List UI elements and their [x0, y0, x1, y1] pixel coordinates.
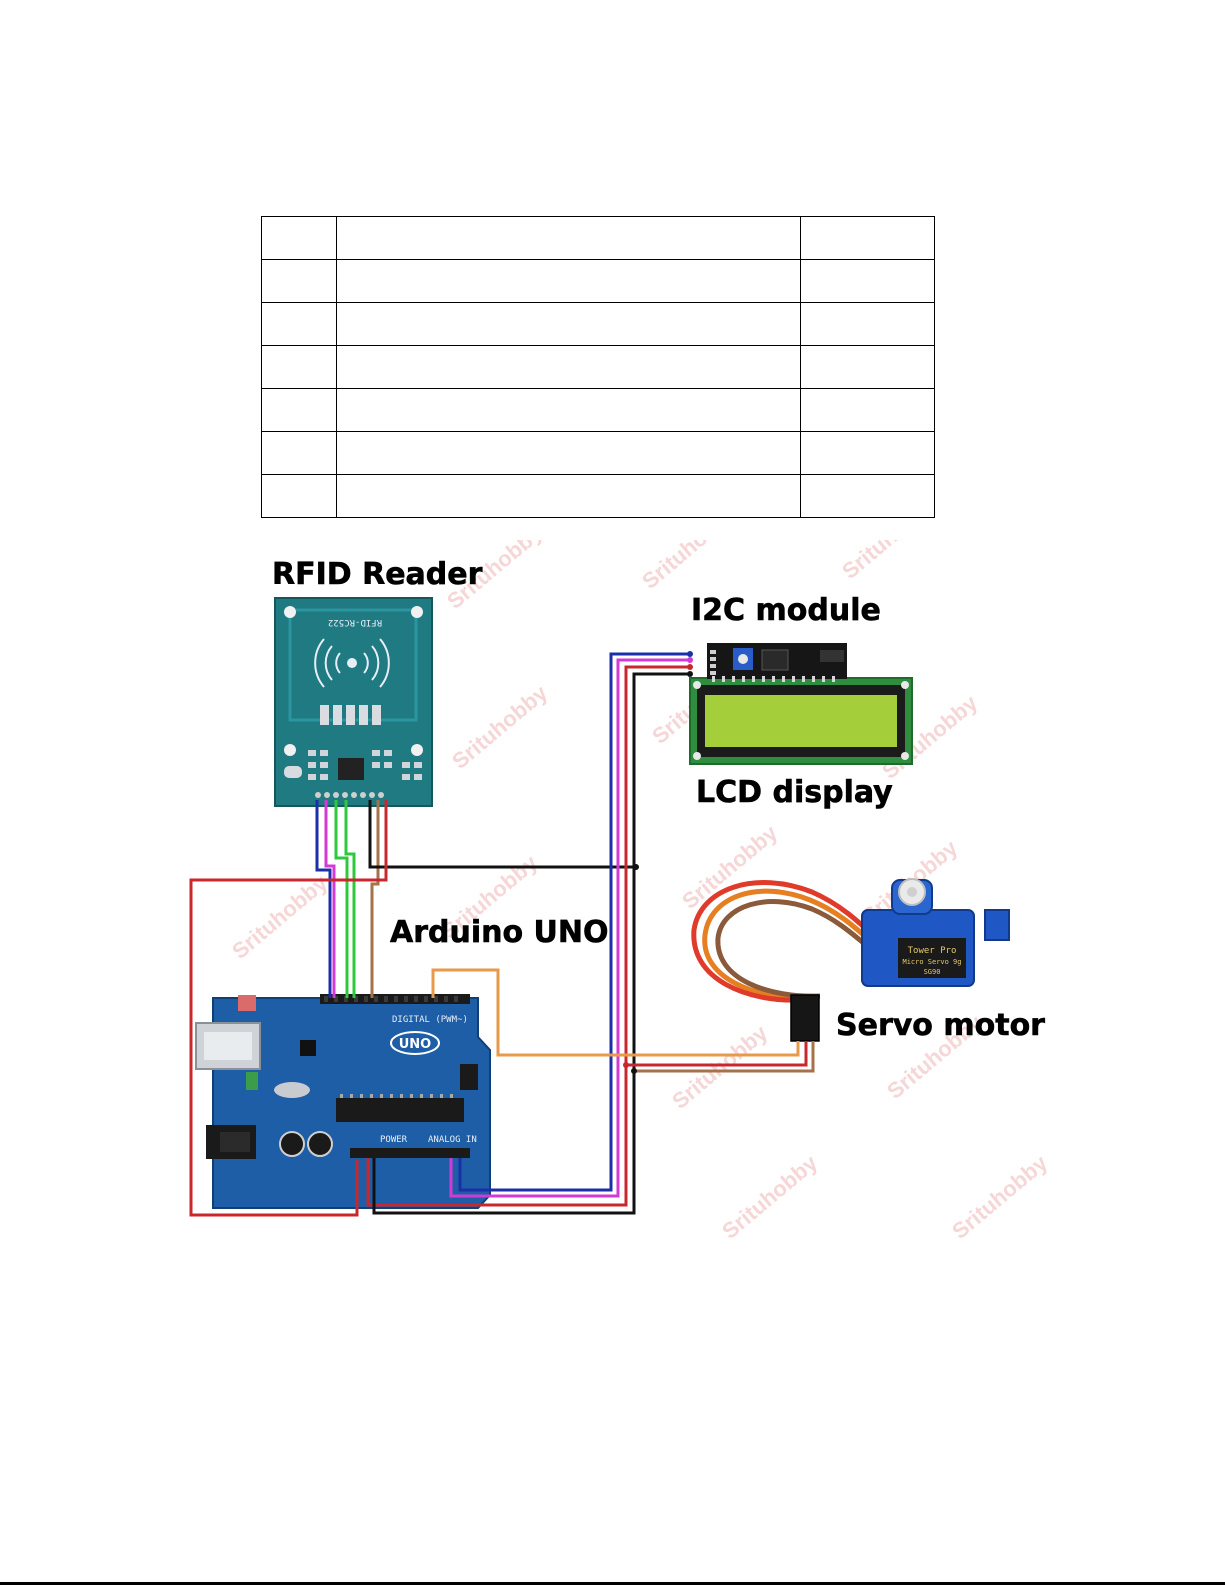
table-cell — [261, 431, 337, 475]
table-cell — [800, 388, 935, 432]
wire-rfid-sck — [324, 800, 336, 998]
table-cell — [800, 259, 935, 303]
wires — [189, 652, 815, 1217]
wire-i2c-sda — [449, 658, 690, 1198]
watermark: Srituhobby — [947, 1150, 1053, 1244]
watermark: Srituhobby — [227, 870, 333, 964]
table-cell — [261, 302, 337, 346]
servo-model-label: Micro Servo 9g — [902, 958, 961, 966]
table-cell — [261, 216, 337, 260]
rfid-reader-label: RFID Reader — [272, 557, 483, 592]
arduino-uno-label: Arduino UNO — [390, 915, 609, 950]
page-bottom-rule — [0, 1582, 1225, 1585]
table-cell — [261, 259, 337, 303]
table-cell — [800, 216, 935, 260]
dc-jack-icon — [206, 1125, 256, 1159]
servo-motor-label: Servo motor — [836, 1008, 1045, 1043]
table-row — [261, 216, 935, 260]
wire-servo-signal — [431, 968, 800, 1057]
wiring-diagram: Srituhobby Srituhobby Srituhobby Srituho… — [189, 540, 1053, 1244]
wire-rfid-vcc — [189, 800, 388, 1217]
analog-header-label: ANALOG IN — [428, 1135, 477, 1145]
table-cell — [336, 259, 801, 303]
digital-header-label: DIGITAL (PWM~) — [392, 1015, 468, 1025]
table-cell — [336, 431, 801, 475]
servo-motor: Tower Pro Micro Servo 9g SG90 — [691, 878, 1010, 1042]
table-cell — [800, 431, 935, 475]
watermark: Srituhobby — [667, 1020, 773, 1114]
table-row — [261, 302, 935, 346]
rfid-antenna-icon — [314, 638, 390, 688]
servo-brand-label: Tower Pro — [908, 946, 957, 956]
empty-table — [261, 216, 935, 518]
table-cell — [336, 345, 801, 389]
table-cell — [800, 302, 935, 346]
table-cell — [261, 345, 337, 389]
servo-horn-icon — [891, 878, 933, 915]
power-header-label: POWER — [380, 1135, 408, 1145]
wire-rfid-miso — [344, 800, 356, 998]
wire-rfid-rst — [370, 800, 380, 998]
wire-rfid-mosi — [334, 800, 349, 998]
arduino-uno-board: DIGITAL (PWM~) POWER ANALOG IN UNO — [195, 994, 491, 1209]
wire-servo-gnd — [634, 1041, 815, 1073]
uno-logo-text: UNO — [399, 1037, 432, 1052]
table-cell — [336, 302, 801, 346]
table-cell — [800, 474, 935, 518]
i2c-module — [707, 643, 847, 682]
wire-i2c-vcc — [366, 665, 690, 1207]
wire-junctions — [623, 651, 693, 1074]
watermark: Srituhobby — [637, 540, 743, 594]
watermark: Srituhobby — [837, 540, 943, 584]
rfid-reader-module: RFID-RC522 — [274, 597, 433, 807]
lcd-display-module — [689, 677, 913, 765]
wire-rfid-gnd — [368, 800, 636, 869]
table-cell — [261, 388, 337, 432]
servo-part-label: SG90 — [924, 968, 941, 976]
table-body — [261, 216, 935, 518]
table-cell — [336, 474, 801, 518]
table-row — [261, 259, 935, 303]
table-cell — [336, 216, 801, 260]
watermark: Srituhobby — [447, 680, 553, 774]
wire-servo-vcc — [626, 1041, 808, 1067]
wire-rfid-sda — [315, 800, 332, 998]
wire-i2c-scl — [458, 652, 690, 1192]
lcd-display-label: LCD display — [696, 775, 893, 810]
table-row — [261, 388, 935, 432]
table-cell — [336, 388, 801, 432]
rfid-model-label: RFID-RC522 — [328, 617, 382, 627]
wire-i2c-gnd — [372, 672, 690, 1215]
table-cell — [261, 474, 337, 518]
table-row — [261, 474, 935, 518]
watermark: Srituhobby — [717, 1150, 823, 1244]
usb-port-icon — [195, 1022, 261, 1070]
uno-logo: UNO — [390, 1031, 440, 1055]
table-row — [261, 345, 935, 389]
table-row — [261, 431, 935, 475]
table-cell — [800, 345, 935, 389]
i2c-module-label: I2C module — [691, 593, 881, 628]
